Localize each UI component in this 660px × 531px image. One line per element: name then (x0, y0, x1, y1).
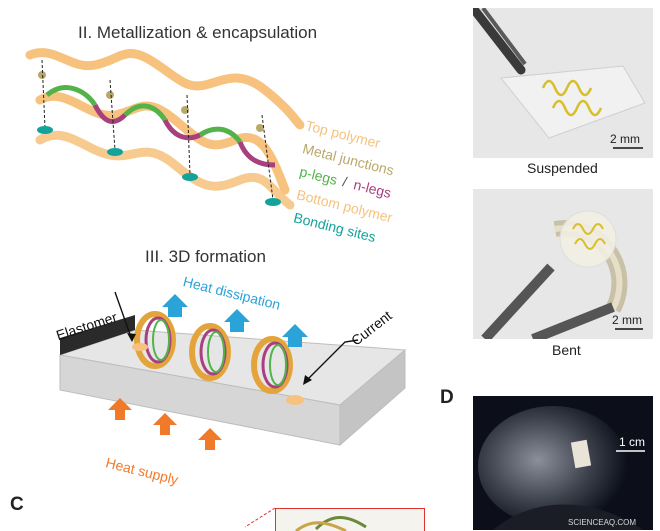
n-leg-3 (237, 140, 276, 168)
bonding-pad (286, 395, 304, 405)
alignment-line (186, 94, 191, 176)
metal-junction (256, 124, 264, 132)
metal-junction (106, 91, 114, 99)
elastomer-pointer (114, 291, 133, 341)
legend-slash: / (341, 173, 349, 190)
panel-c-zoom-line (244, 507, 276, 528)
watermark: SCIENCEAQ.COM (568, 518, 637, 527)
bonding-pad (132, 343, 148, 351)
coil-2 (189, 323, 231, 381)
bent-photo: 2 mm (473, 189, 653, 339)
bonding-site (182, 173, 198, 181)
suspended-scale: 2 mm (610, 132, 640, 146)
panel-d-scale: 1 cm (619, 435, 646, 449)
bottom-polymer (35, 130, 295, 210)
top-polymer-lower (35, 91, 290, 195)
n-leg-1 (92, 103, 127, 124)
bent-caption: Bent (552, 342, 581, 358)
top-polymer-upper (25, 48, 305, 130)
stage3-title: III. 3D formation (145, 247, 266, 266)
elastomer-side (339, 348, 406, 447)
heat-dissipation-arrows (162, 294, 308, 347)
coil-1 (134, 311, 176, 369)
n-leg-2 (162, 118, 202, 141)
current-pointer-head (303, 375, 312, 385)
metal-junction (38, 71, 46, 79)
coil-3 (251, 336, 293, 394)
p-leg-1 (45, 85, 98, 107)
bonding-site (265, 198, 281, 206)
elastomer-pointer-head (127, 333, 136, 342)
elastomer-backwall (60, 315, 135, 355)
alignment-line (109, 79, 116, 151)
bonding-site (37, 126, 53, 134)
alignment-line (41, 59, 46, 129)
alignment-line (261, 114, 274, 201)
p-leg-3 (198, 126, 243, 144)
3d-device-diagram (59, 291, 407, 450)
legend-n-legs: n-legs (352, 176, 393, 201)
panel-d-photo: 1 cm SCIENCEAQ.COM (473, 396, 653, 530)
heat-supply-arrows (108, 398, 222, 450)
panel-c-letter: C (10, 494, 24, 515)
panel-c-inset (275, 508, 425, 531)
stage2-title: II. Metallization & encapsulation (78, 23, 318, 42)
suspended-caption: Suspended (527, 160, 598, 176)
suspended-photo: 2 mm (473, 8, 653, 158)
serpentine-layers-diagram (25, 48, 305, 210)
current-pointer (304, 339, 359, 383)
panel-d-letter: D (440, 387, 454, 408)
bent-scale: 2 mm (612, 313, 642, 327)
bonding-site (107, 148, 123, 156)
p-leg-2 (123, 103, 168, 122)
